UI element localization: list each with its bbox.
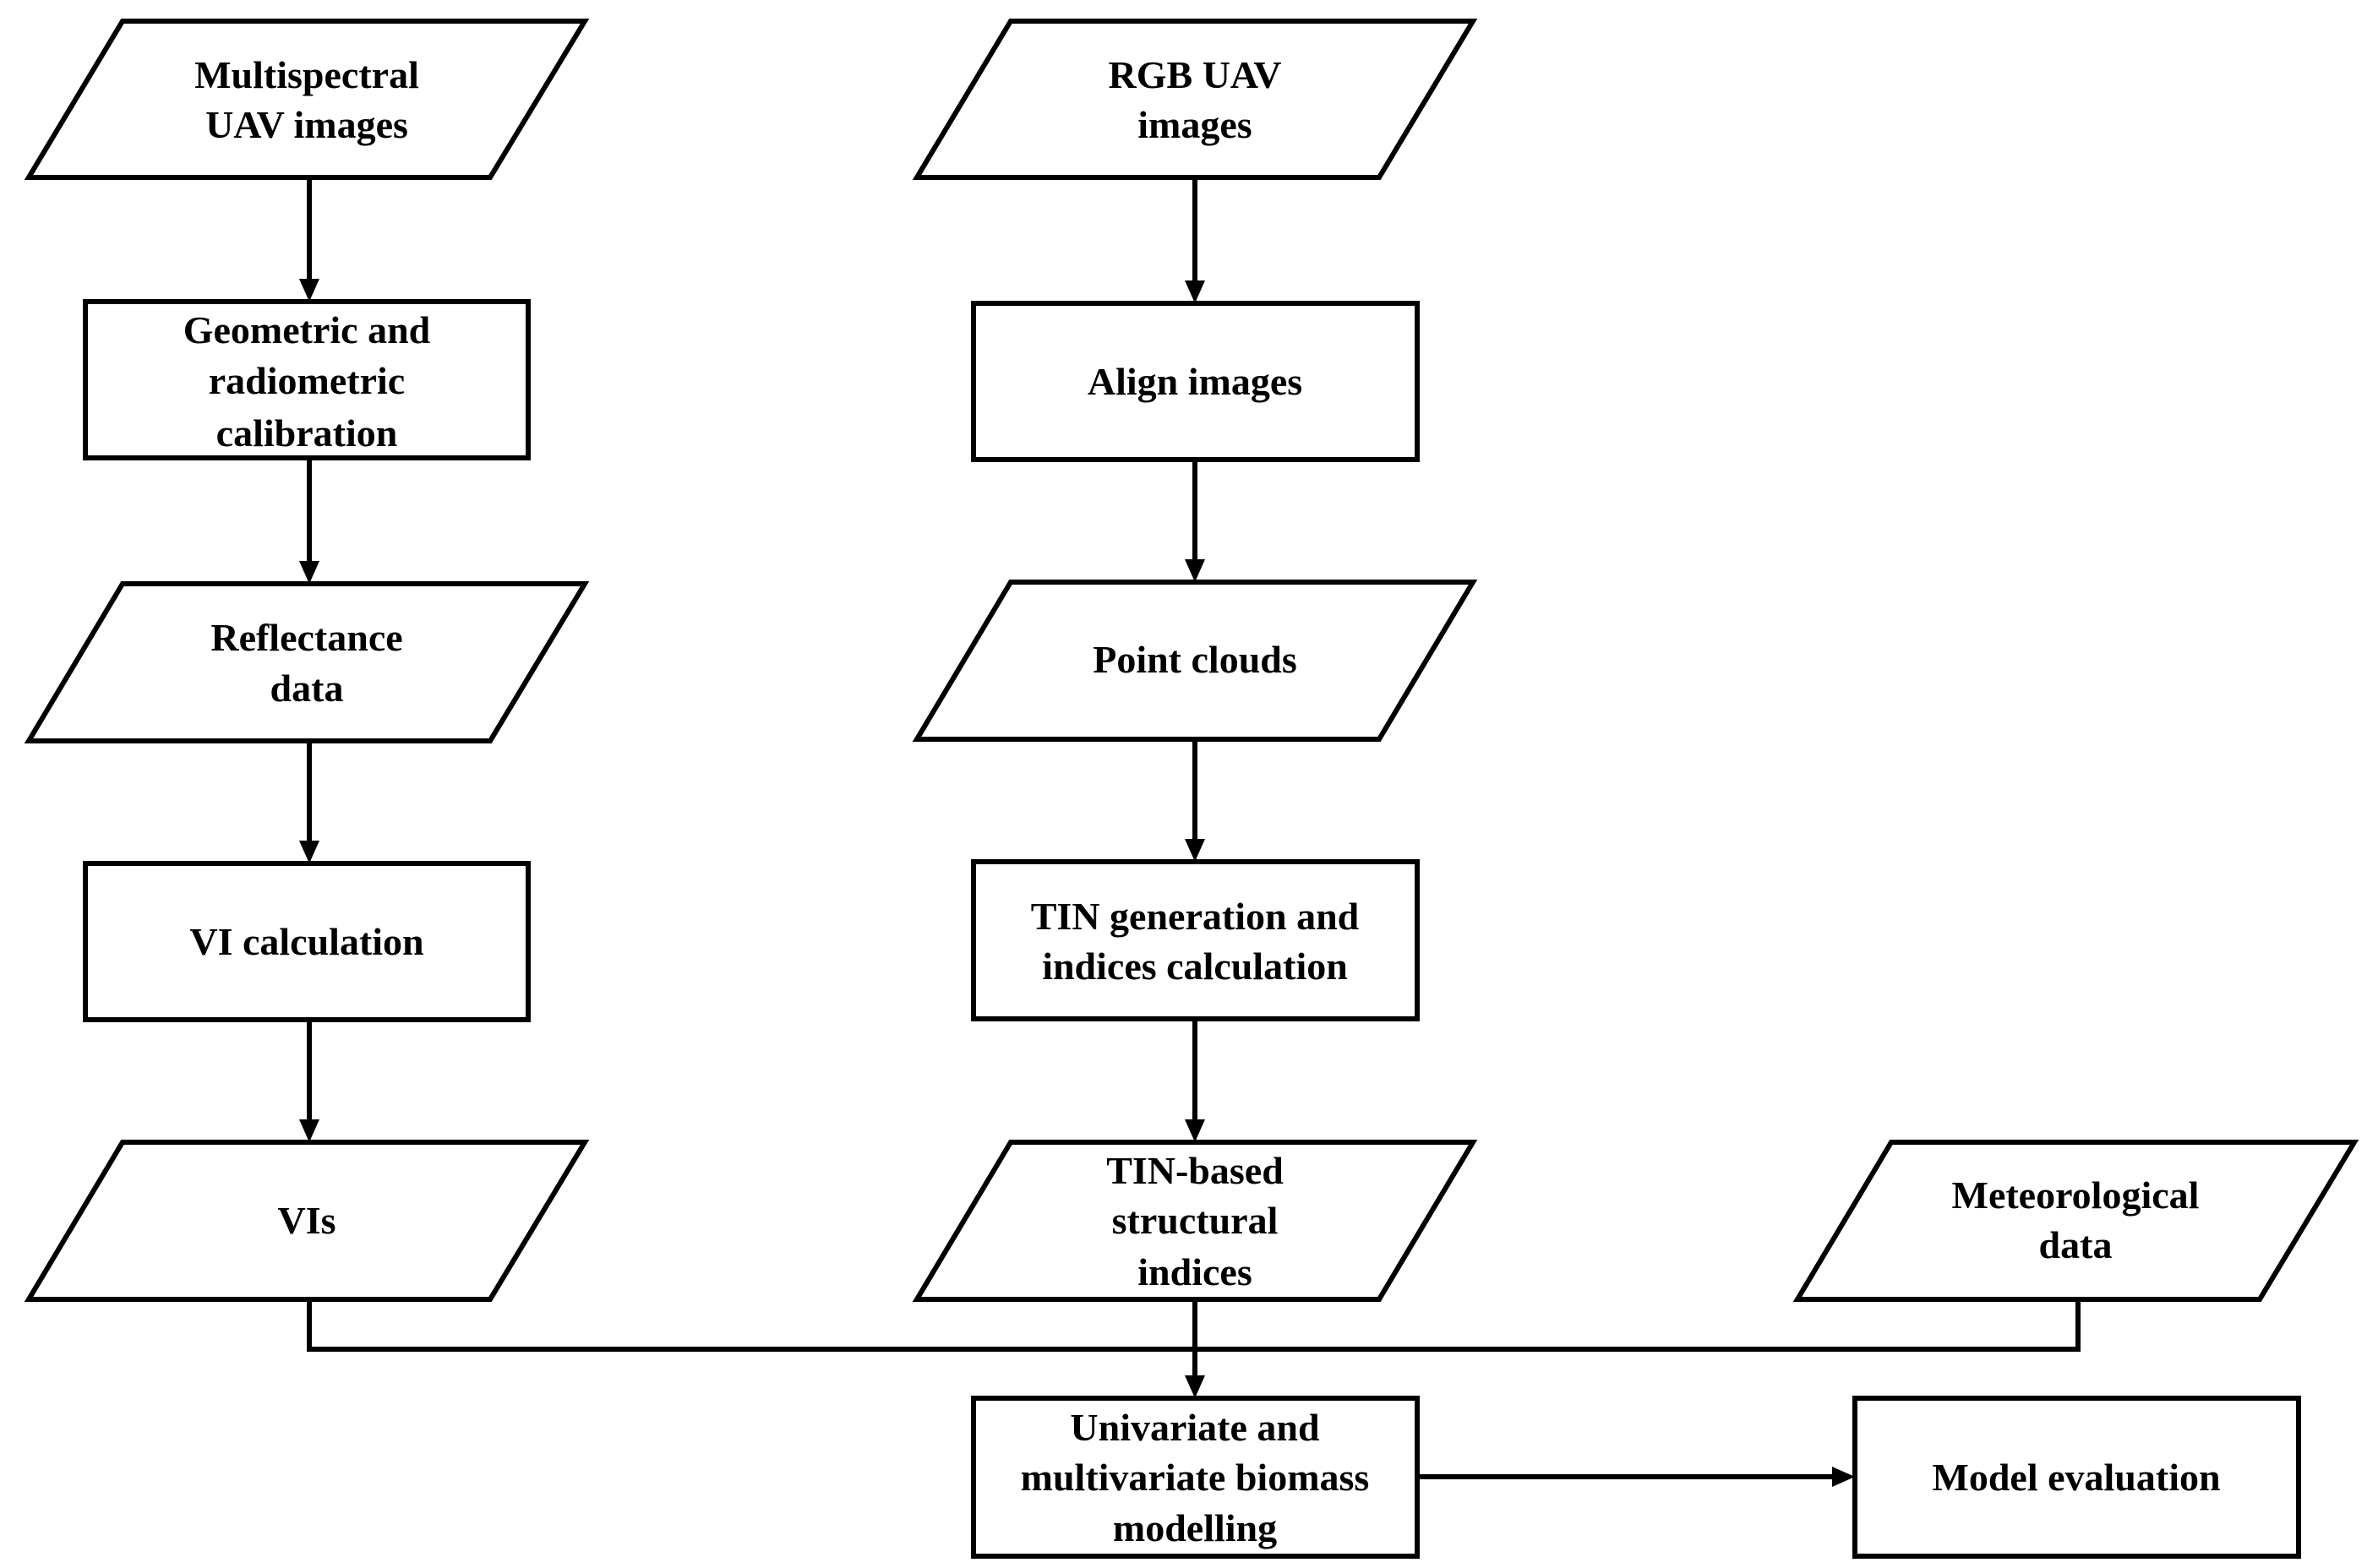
- arrow-rgb-to-align: [1185, 177, 1205, 303]
- node-rgb-line-1: RGB UAV: [1109, 53, 1282, 96]
- node-model-evaluation-label: Model evaluation: [1932, 1456, 2220, 1499]
- node-tin-generation-line-1: TIN generation and: [1031, 895, 1360, 938]
- node-multispectral-line-2: UAV images: [205, 103, 408, 146]
- connector-merge-to-modelling: [307, 1299, 2081, 1398]
- node-meteorological-line-2: data: [2039, 1223, 2113, 1266]
- node-reflectance-line-2: data: [270, 667, 344, 710]
- node-align-images-label: Align images: [1088, 360, 1302, 403]
- node-tin-generation-line-2: indices calculation: [1042, 945, 1348, 988]
- arrow-modelling-to-evaluation: [1417, 1467, 1855, 1487]
- node-rgb-uav-images: RGB UAV images: [912, 19, 1478, 180]
- node-modelling-line-3: modelling: [1113, 1506, 1277, 1549]
- node-vi-calculation-label: VI calculation: [189, 920, 423, 963]
- node-geometric-line-3: calibration: [216, 411, 398, 455]
- node-vis-label: VIs: [277, 1199, 335, 1242]
- node-multispectral-uav-images: Multispectral UAV images: [24, 19, 590, 180]
- node-tin-based-structural-indices: TIN-based structural indices: [912, 1140, 1478, 1302]
- node-geometric-line-2: radiometric: [209, 359, 405, 402]
- node-meteorological-line-1: Meteorological: [1952, 1173, 2200, 1217]
- arrow-reflectance-to-vi-calculation: [299, 741, 319, 863]
- node-point-clouds-label: Point clouds: [1093, 638, 1297, 681]
- node-align-images: Align images: [971, 301, 1420, 462]
- node-multispectral-line-1: Multispectral: [194, 53, 419, 96]
- arrow-point-clouds-to-tin-generation: [1185, 739, 1205, 862]
- node-point-clouds: Point clouds: [912, 580, 1478, 742]
- node-geometric-radiometric-calibration: Geometric and radiometric calibration: [83, 299, 531, 460]
- node-tin-based-line-3: indices: [1137, 1250, 1252, 1293]
- node-vi-calculation: VI calculation: [83, 861, 531, 1022]
- arrow-align-to-point-clouds: [1185, 460, 1205, 582]
- node-tin-generation: TIN generation and indices calculation: [971, 859, 1420, 1021]
- node-biomass-modelling: Univariate and multivariate biomass mode…: [971, 1396, 1420, 1559]
- node-reflectance-data: Reflectance data: [24, 581, 590, 743]
- node-model-evaluation: Model evaluation: [1852, 1396, 2301, 1559]
- arrow-tin-generation-to-tin-based: [1185, 1019, 1205, 1142]
- arrow-multispectral-to-geometric: [299, 177, 319, 302]
- node-tin-based-line-1: TIN-based: [1106, 1149, 1284, 1192]
- node-reflectance-line-1: Reflectance: [210, 616, 402, 659]
- node-modelling-line-2: multivariate biomass: [1021, 1456, 1370, 1499]
- node-tin-based-line-2: structural: [1112, 1199, 1279, 1242]
- node-rgb-line-2: images: [1137, 103, 1252, 146]
- node-modelling-line-1: Univariate and: [1070, 1406, 1320, 1449]
- node-vis: VIs: [24, 1140, 590, 1302]
- arrow-geometric-to-reflectance: [299, 458, 319, 584]
- node-meteorological-data: Meteorological data: [1792, 1140, 2359, 1302]
- arrow-vi-calculation-to-vis: [299, 1020, 319, 1142]
- node-geometric-line-1: Geometric and: [183, 308, 431, 351]
